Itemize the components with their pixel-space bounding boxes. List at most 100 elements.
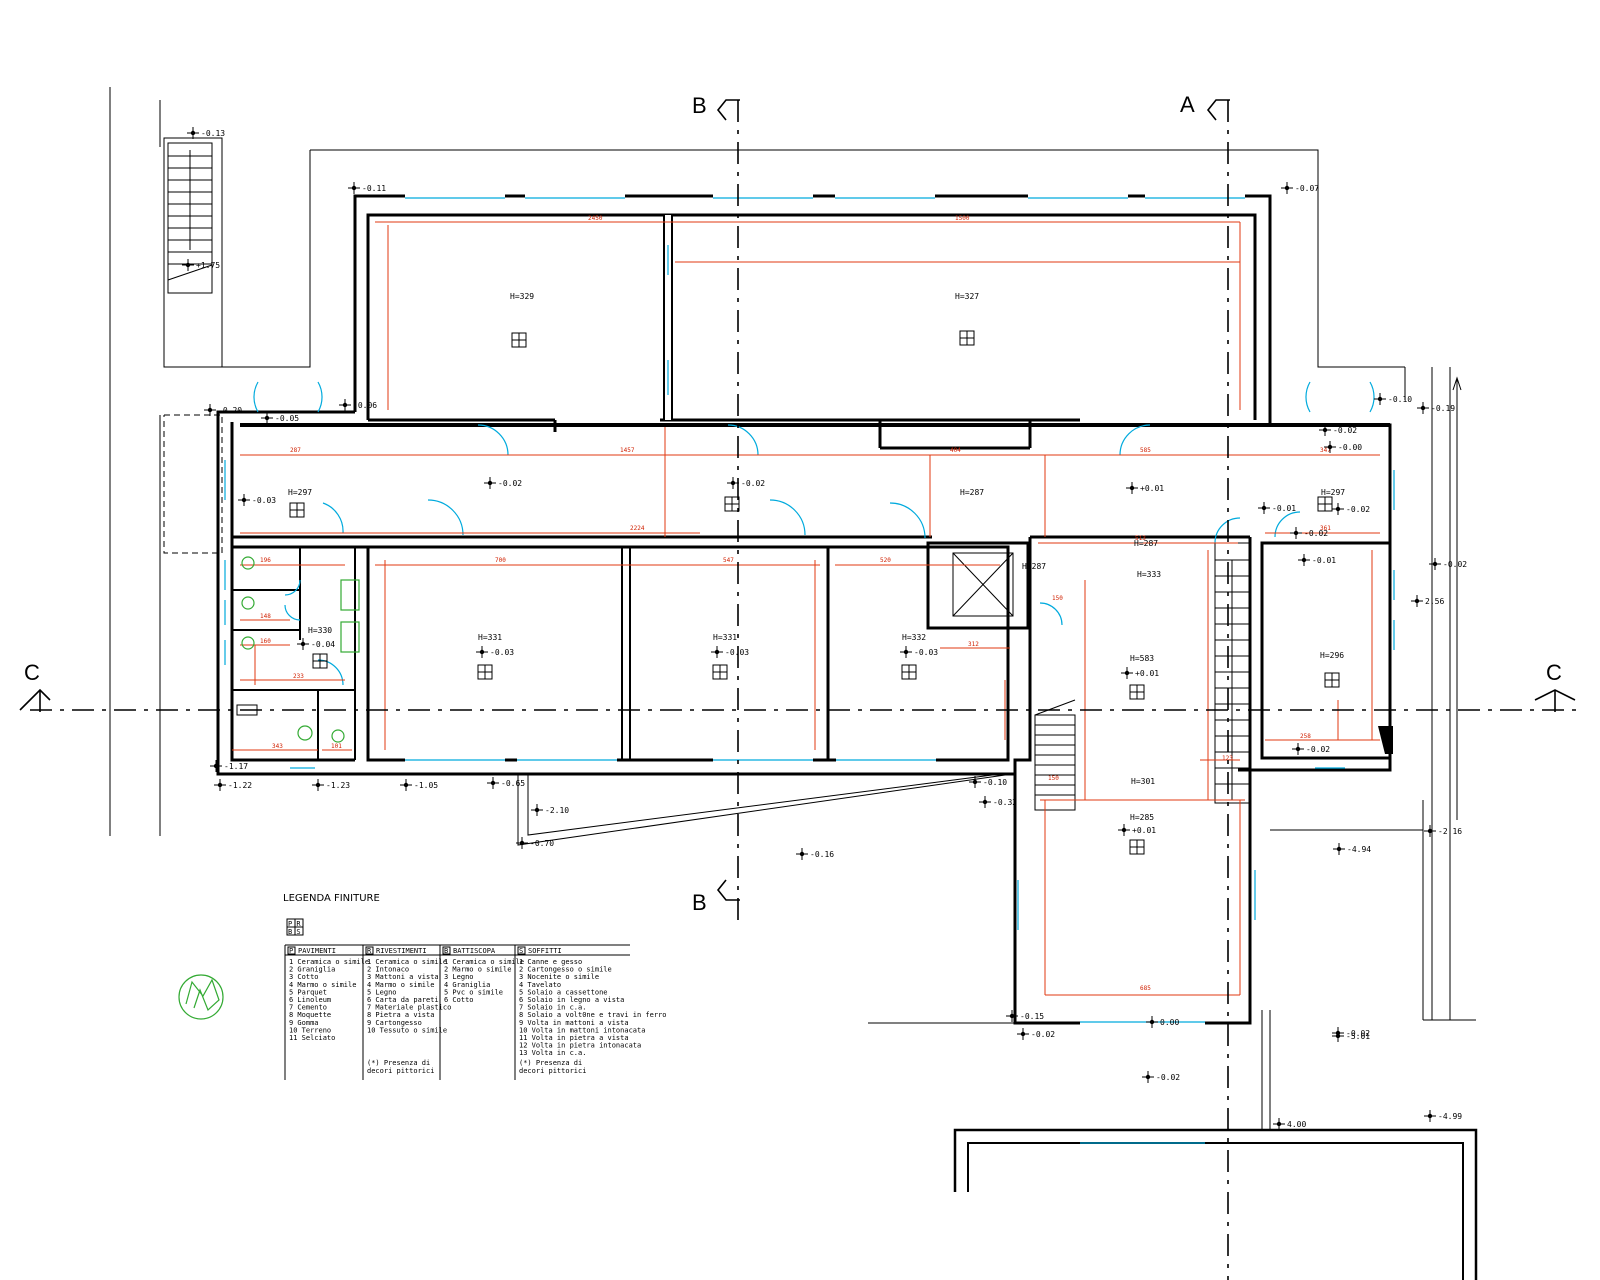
svg-text:196: 196	[260, 557, 271, 564]
level-marker: -0.03	[476, 646, 514, 658]
level-marker: +1.75	[182, 259, 220, 271]
legend-item: 5 Parquet	[289, 988, 327, 996]
level-marker: 4.00	[1273, 1118, 1306, 1130]
level-label: -0.02	[1304, 529, 1328, 538]
legend-item: 1 Canne e gesso	[519, 958, 582, 966]
svg-text:347: 347	[1320, 447, 1331, 454]
section-marker-b-bottom: B	[692, 890, 707, 915]
level-marker: -0.05	[261, 412, 299, 424]
level-label: -0.01	[1312, 556, 1336, 565]
level-label: -0.13	[201, 129, 225, 138]
level-marker: -0.03	[711, 646, 749, 658]
level-label: -0.16	[810, 850, 834, 859]
level-marker: -0.10	[969, 776, 1007, 788]
level-marker: -0.02	[1142, 1071, 1180, 1083]
level-marker: -0.16	[796, 848, 834, 860]
legend-key-bottom: B S	[288, 928, 301, 936]
level-label: -0.01	[1272, 504, 1296, 513]
walls	[216, 194, 1478, 1280]
room-height-label: H=331	[713, 633, 737, 642]
room-height-label: H=297	[1321, 488, 1345, 497]
legend-item: 3 Nocenite o simile	[519, 973, 599, 981]
level-label: -0.06	[353, 401, 377, 410]
legend-item: 1 Ceramica o simile	[289, 958, 369, 966]
svg-text:685: 685	[1140, 985, 1151, 992]
legend-item: 6 Linoleum	[289, 996, 331, 1004]
legend-item: 9 Gomma	[289, 1019, 319, 1027]
level-marker: -0.02	[484, 477, 522, 489]
legend-key-top: P R	[288, 920, 301, 928]
room-height-label: H=285	[1130, 813, 1154, 822]
level-label: -0.02	[1156, 1073, 1180, 1082]
svg-text:123: 123	[1222, 755, 1233, 762]
svg-text:520: 520	[880, 557, 891, 564]
section-marker-c-right: C	[1546, 660, 1562, 685]
svg-text:547: 547	[723, 557, 734, 564]
legend-column-heading: BATTISCOPA	[453, 947, 496, 955]
legend-column-heading: RIVESTIMENTI	[376, 947, 427, 955]
level-marker: -0.03	[900, 646, 938, 658]
level-label: -0.15	[1020, 1012, 1044, 1021]
level-label: -0.03	[252, 496, 276, 505]
legend-item: 1 Ceramica o simile	[367, 958, 447, 966]
level-label: -0.02	[1031, 1030, 1055, 1039]
section-lines	[19, 99, 1580, 1280]
legend-note: (*) Presenza di	[367, 1059, 430, 1067]
level-label: -0.03	[490, 648, 514, 657]
level-label: -4.99	[1438, 1112, 1462, 1121]
level-label: 0.00	[1160, 1018, 1179, 1027]
svg-text:312: 312	[968, 641, 979, 648]
level-marker: -0.02	[1290, 527, 1328, 539]
level-marker: -0.04	[297, 638, 335, 650]
legend-item: 8 Solaio a volt0ne e travi in ferro	[519, 1011, 667, 1019]
level-label: -4.94	[1347, 845, 1371, 854]
level-label: -0.07	[1295, 184, 1319, 193]
level-marker: -0.32	[979, 796, 1017, 808]
legend-note: decori pittorici	[367, 1067, 434, 1075]
level-marker: -2.10	[531, 804, 569, 816]
level-label: -0.00	[1338, 443, 1362, 452]
legend-item: 10 Volta in mattoni intonacata	[519, 1026, 645, 1034]
legend-item: 3 Legno	[444, 973, 474, 981]
legend-column-heading: PAVIMENTI	[298, 947, 336, 955]
legend-item: 2 Intonaco	[367, 966, 409, 974]
room-height-label: H=330	[308, 626, 332, 635]
level-marker: -0.02	[1319, 424, 1357, 436]
level-marker: +0.01	[1121, 667, 1159, 679]
exterior-stair-left	[167, 142, 213, 294]
level-label: -0.02	[1443, 560, 1467, 569]
level-marker: -0.02	[1017, 1028, 1055, 1040]
level-marker: -0.02	[1429, 558, 1467, 570]
level-marker: -1.05	[400, 779, 438, 791]
level-marker: -0.06	[339, 399, 377, 411]
svg-text:361: 361	[1320, 525, 1331, 532]
level-marker: -1.23	[312, 779, 350, 791]
level-label: -0.02	[498, 479, 522, 488]
room-height-label: H=331	[478, 633, 502, 642]
legend-note: decori pittorici	[519, 1067, 586, 1075]
level-label: -0.03	[725, 648, 749, 657]
svg-text:2450: 2450	[588, 215, 603, 222]
legend-title: LEGENDA FINITURE	[283, 893, 380, 904]
level-marker: -0.11	[348, 182, 386, 194]
level-label: 4.00	[1287, 1120, 1306, 1129]
legend-note: (*) Presenza di	[519, 1059, 582, 1067]
svg-text:2224: 2224	[630, 525, 645, 532]
level-marker: -1.22	[214, 779, 252, 791]
legend-item: 2 Cartongesso o simile	[519, 966, 612, 974]
level-marker: -0.02	[727, 477, 765, 489]
legend-item: 9 Cartongesso	[367, 1019, 422, 1027]
svg-text:233: 233	[293, 673, 304, 680]
level-marker: -0.02	[1332, 1027, 1370, 1039]
svg-text:150: 150	[1048, 775, 1059, 782]
section-marker-b-top: B	[692, 93, 707, 118]
svg-text:150: 150	[1052, 595, 1063, 602]
level-marker: 0.00	[1146, 1016, 1179, 1028]
room-height-label: H=287	[1134, 539, 1158, 548]
level-label: -1.23	[326, 781, 350, 790]
level-markers: -0.13+1.75-0.11-0.07-0.20-0.06-0.05-0.03…	[182, 127, 1467, 1130]
legend-item: 3 Mattoni a vista	[367, 973, 439, 981]
level-label: -0.02	[1333, 426, 1357, 435]
legend-item: 6 Solaio in legno a vista	[519, 996, 624, 1004]
